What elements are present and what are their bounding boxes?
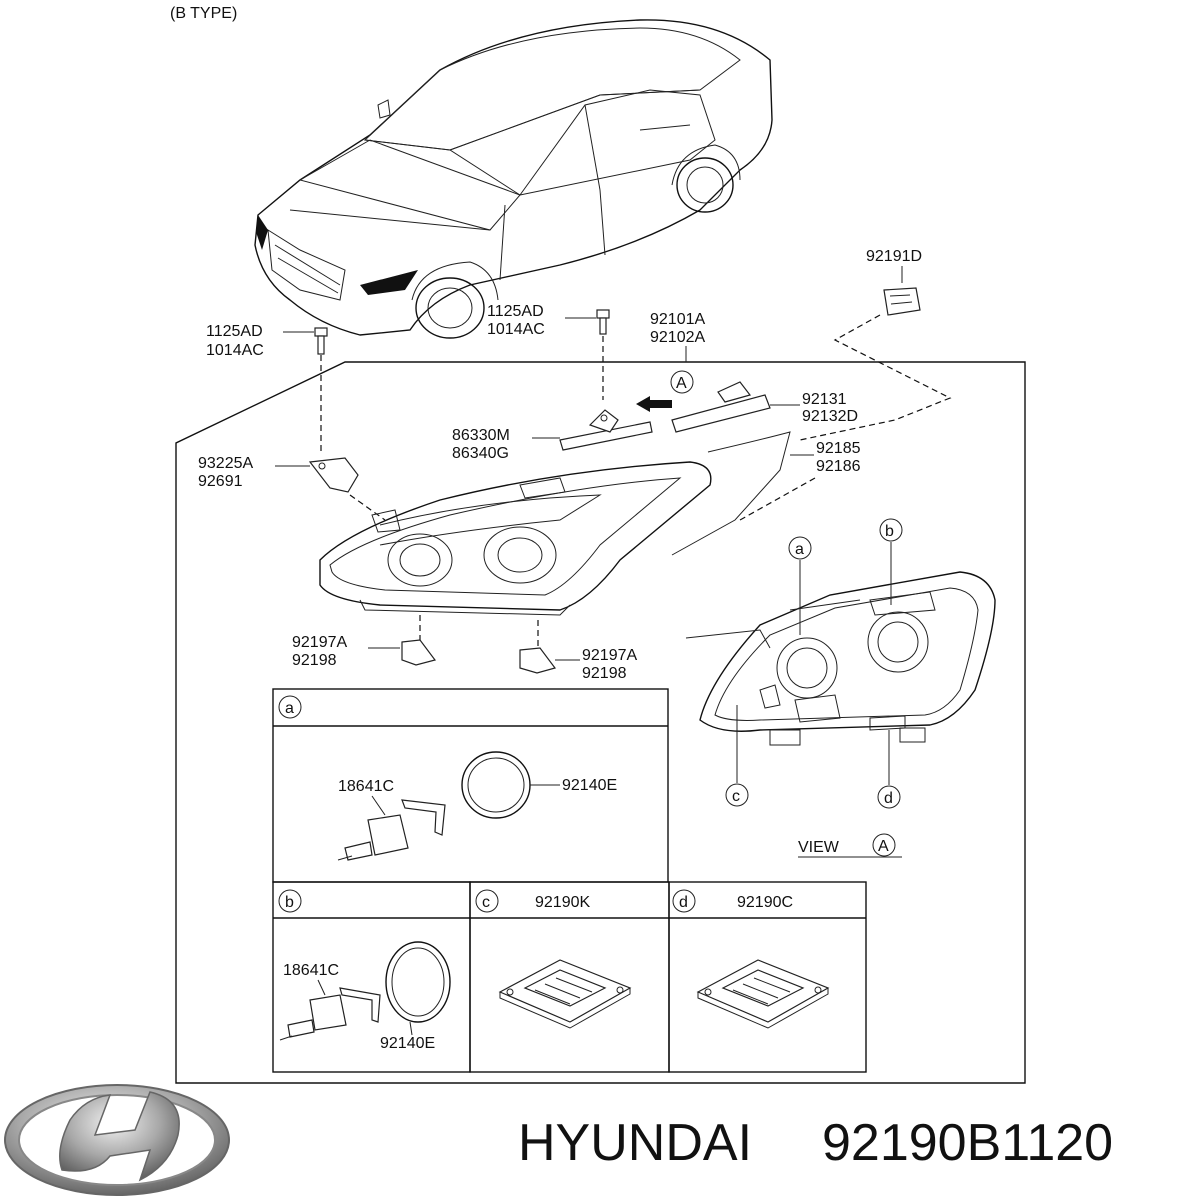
car-illustration <box>254 19 773 339</box>
label-clip-left-b: 92198 <box>292 652 337 669</box>
part-number: 92190B1120 <box>822 1114 1113 1172</box>
label-bracket-b: 86340G <box>452 445 509 462</box>
label-clip-left-a: 92197A <box>292 634 347 651</box>
bolt-mid <box>596 309 610 335</box>
detail-a-circle: a <box>285 700 294 717</box>
assembly-frame <box>175 361 1026 1084</box>
clip-left <box>401 639 437 666</box>
label-drl-b: 92132D <box>802 408 858 425</box>
label-bolt-left-a: 1125AD <box>206 323 263 340</box>
detail-a-bracket <box>401 799 446 836</box>
detail-b-circle: b <box>285 894 294 911</box>
detail-a-bulb-label: 18641C <box>338 778 394 795</box>
headlamp-assembly <box>319 461 712 616</box>
detail-box-b: b 18641C 92140E <box>272 881 471 1073</box>
detail-c-ballast <box>498 959 632 1029</box>
detail-a-ring <box>461 751 531 819</box>
detail-b-ring <box>385 941 451 1023</box>
callout-a: a <box>795 541 804 558</box>
label-bracket-a: 86330M <box>452 427 510 444</box>
label-bolt-mid-b: 1014AC <box>487 321 545 338</box>
headlamp-rear-view <box>699 571 996 746</box>
label-headlamp-a: 92101A <box>650 311 705 328</box>
label-trim-b: 92186 <box>816 458 861 475</box>
label-mount-b: 92691 <box>198 473 243 490</box>
trim-strip <box>671 431 791 556</box>
detail-b-bulb-label: 18641C <box>283 962 339 979</box>
detail-b-ring-label: 92140E <box>380 1035 435 1052</box>
detail-d-ballast <box>696 959 830 1029</box>
label-connector-top: 92191D <box>866 248 922 265</box>
label-bolt-mid-a: 1125AD <box>487 303 544 320</box>
view-arrow-letter: A <box>676 375 687 392</box>
drl-part <box>671 381 771 433</box>
type-label: (B TYPE) <box>170 5 237 22</box>
label-clip-right-b: 92198 <box>582 665 627 682</box>
view-label: VIEW <box>798 839 840 856</box>
detail-d-circle: d <box>679 894 688 911</box>
detail-box-d: d 92190C <box>668 881 867 1073</box>
label-bolt-left-b: 1014AC <box>206 342 264 359</box>
label-trim-a: 92185 <box>816 440 861 457</box>
detail-d-part-label: 92190C <box>737 894 793 911</box>
view-arrow-icon <box>636 396 672 412</box>
detail-a-bulb <box>337 814 409 861</box>
detail-c-part-label: 92190K <box>535 894 590 911</box>
label-drl-a: 92131 <box>802 391 847 408</box>
detail-b-bulb <box>279 994 347 1041</box>
hyundai-logo <box>4 1084 230 1196</box>
callout-d: d <box>884 790 893 807</box>
label-mount-a: 93225A <box>198 455 253 472</box>
connector-top-part <box>883 287 921 316</box>
callout-b: b <box>885 523 894 540</box>
brand-name: HYUNDAI <box>518 1114 752 1172</box>
detail-c-circle: c <box>482 894 490 911</box>
detail-a-ring-label: 92140E <box>562 777 617 794</box>
detail-b-bracket <box>339 987 381 1023</box>
view-circle-letter: A <box>878 838 889 855</box>
bracket-part <box>559 409 653 451</box>
label-headlamp-b: 92102A <box>650 329 705 346</box>
detail-box-a: a 18641C 92140E <box>272 688 669 883</box>
callout-c: c <box>732 788 740 805</box>
label-clip-right-a: 92197A <box>582 647 637 664</box>
bolt-left <box>314 327 328 355</box>
detail-box-c: c 92190K <box>469 881 670 1073</box>
clip-right <box>519 647 557 674</box>
mount-part <box>308 457 359 493</box>
